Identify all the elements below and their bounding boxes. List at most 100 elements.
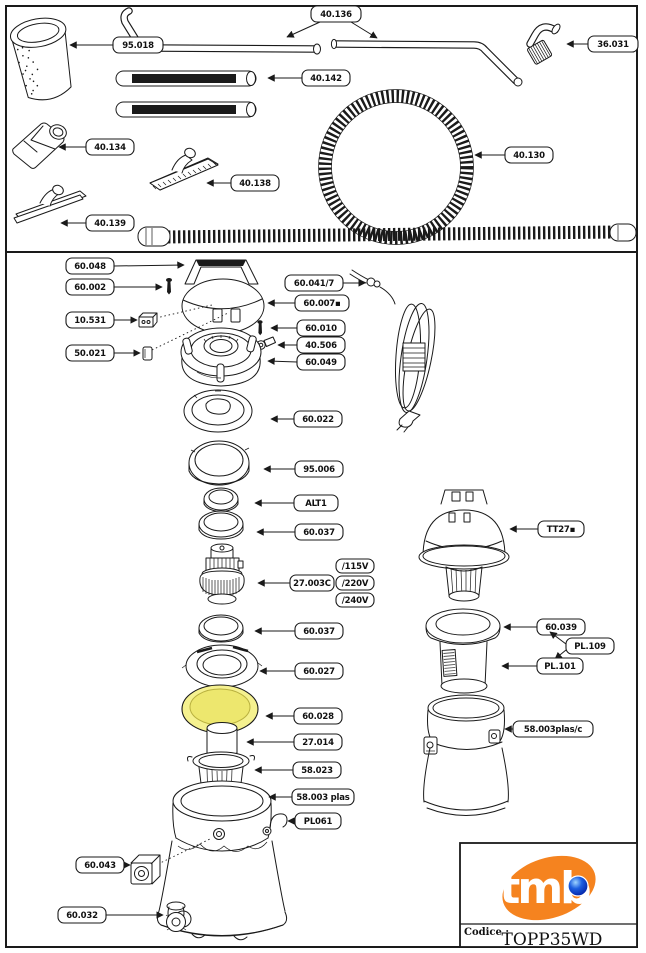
svg-text:60.007▪: 60.007▪ (303, 299, 340, 309)
title-block: tmb Codice : TOPP35WD (459, 842, 638, 950)
svg-text:95.006: 95.006 (303, 465, 335, 475)
part-label-27-014: 27.014 (246, 733, 343, 751)
svg-text:40.138: 40.138 (239, 179, 271, 189)
floor-brush-drawing (149, 147, 219, 191)
part-label-95-006: 95.006 (263, 460, 344, 478)
screw-60002-drawing (166, 278, 172, 295)
extension-tube-upper-drawing (115, 70, 257, 87)
svg-text:/220V: /220V (342, 579, 369, 589)
elbow-fitting-drawing (526, 23, 561, 65)
main-body-drawing (156, 780, 288, 941)
part-label-40-142: 40.142 (267, 69, 351, 87)
part-label-10-531: 10.531 (65, 311, 138, 329)
svg-text:50.021: 50.021 (74, 349, 106, 359)
part-label-voltage-240: /240V (335, 592, 375, 608)
svg-text:60.028: 60.028 (302, 712, 334, 722)
svg-text:60.022: 60.022 (302, 415, 334, 425)
svg-text:60.049: 60.049 (305, 358, 337, 368)
bent-wand-right-drawing (330, 38, 523, 87)
svg-text:PL.101: PL.101 (544, 662, 576, 672)
part-label-pl-109: PL.109 (549, 631, 615, 660)
part-label-40-139: 40.139 (60, 214, 135, 232)
float-cylinder-drawing (206, 722, 238, 757)
svg-text:ALT1: ALT1 (305, 499, 327, 509)
part-label-27-003c: 27.003C (257, 574, 335, 592)
motor-gasket-lower-drawing (198, 614, 244, 643)
tank-ring-drawing (188, 440, 250, 486)
svg-text:/115V: /115V (342, 562, 369, 572)
svg-text:58.003plas/c: 58.003plas/c (524, 725, 582, 735)
svg-text:40.136: 40.136 (320, 10, 352, 20)
codice-label: Codice : (464, 927, 509, 938)
part-label-58-023: 58.023 (254, 761, 342, 779)
part-label-60-037-upper: 60.037 (256, 523, 344, 541)
svg-text:60.043: 60.043 (84, 861, 116, 871)
part-label-40-506: 40.506 (277, 336, 346, 354)
svg-text:58.023: 58.023 (301, 766, 333, 776)
svg-text:60.037: 60.037 (303, 627, 335, 637)
part-label-voltage-115: /115V (335, 558, 375, 574)
connector-block-drawing (138, 304, 213, 328)
svg-text:40.139: 40.139 (94, 219, 126, 229)
part-label-pl061: PL061 (287, 812, 342, 830)
part-label-60-010: 60.010 (270, 319, 346, 337)
svg-text:TT27▪: TT27▪ (547, 525, 575, 535)
flex-hose-coil-drawing (318, 89, 474, 245)
part-label-36-031: 36.031 (566, 35, 639, 53)
part-label-60-028: 60.028 (265, 707, 343, 725)
flex-hose-straight-drawing (137, 223, 637, 247)
cord-hook-drawing (262, 813, 288, 836)
part-label-60-048: 60.048 (65, 257, 185, 275)
vacuum-motor-drawing (199, 543, 245, 605)
power-cord-drawing (349, 269, 436, 433)
part-label-60-039: 60.039 (503, 618, 586, 636)
part-label-40-134: 40.134 (58, 138, 135, 156)
svg-text:60.010: 60.010 (305, 324, 337, 334)
tank-with-clips-drawing (423, 694, 509, 816)
svg-text:PL.109: PL.109 (574, 642, 606, 652)
part-label-58-003plas-c: 58.003plas/c (504, 720, 594, 738)
svg-text:27.003C: 27.003C (293, 579, 331, 589)
part-label-60-027: 60.027 (259, 662, 344, 680)
diffuser-plate-drawing (183, 389, 253, 433)
svg-text:40.134: 40.134 (94, 143, 126, 153)
part-label-60-043: 60.043 (75, 856, 131, 874)
hand-nozzle-drawing (12, 122, 67, 169)
caster-wheel-drawing (165, 901, 192, 932)
float-plate-drawing (181, 644, 263, 688)
svg-text:/240V: /240V (342, 596, 369, 606)
part-label-60-007: 60.007▪ (267, 294, 350, 312)
svg-text:95.018: 95.018 (122, 41, 154, 51)
tmb-logo-ball-icon (567, 875, 589, 897)
codice-value: TOPP35WD (502, 930, 603, 950)
motor-gasket-upper-drawing (198, 510, 244, 540)
svg-text:60.048: 60.048 (74, 262, 106, 272)
part-label-pl-101: PL.101 (501, 657, 584, 675)
svg-text:60.032: 60.032 (66, 911, 98, 921)
complete-motor-head-drawing (418, 489, 510, 602)
svg-text:27.014: 27.014 (302, 738, 334, 748)
part-label-40-136: 40.136 (286, 5, 378, 39)
flange-and-liner-drawing (425, 608, 501, 694)
motor-head-cover-drawing (181, 278, 265, 334)
svg-text:10.531: 10.531 (74, 316, 106, 326)
svg-text:40.130: 40.130 (513, 151, 545, 161)
svg-text:60.037: 60.037 (303, 528, 335, 538)
foam-filter-drawing (9, 17, 72, 101)
part-label-tt27: TT27▪ (509, 520, 585, 538)
part-label-40-130: 40.130 (474, 146, 554, 164)
part-label-60-037-lower: 60.037 (254, 622, 344, 640)
tmb-logo-ellipse (502, 855, 596, 921)
svg-text:60.002: 60.002 (74, 283, 106, 293)
svg-text:PL061: PL061 (304, 817, 333, 827)
part-label-60-049: 60.049 (267, 353, 346, 371)
part-label-58-003-plas: 58.003 plas (268, 788, 355, 806)
svg-text:60.027: 60.027 (303, 667, 335, 677)
svg-text:58.003 plas: 58.003 plas (296, 793, 349, 803)
part-label-40-138: 40.138 (206, 174, 280, 192)
svg-text:36.031: 36.031 (597, 40, 629, 50)
svg-text:40.142: 40.142 (310, 74, 342, 84)
part-label-60-002: 60.002 (65, 278, 163, 296)
part-label-60-032: 60.032 (57, 906, 164, 924)
